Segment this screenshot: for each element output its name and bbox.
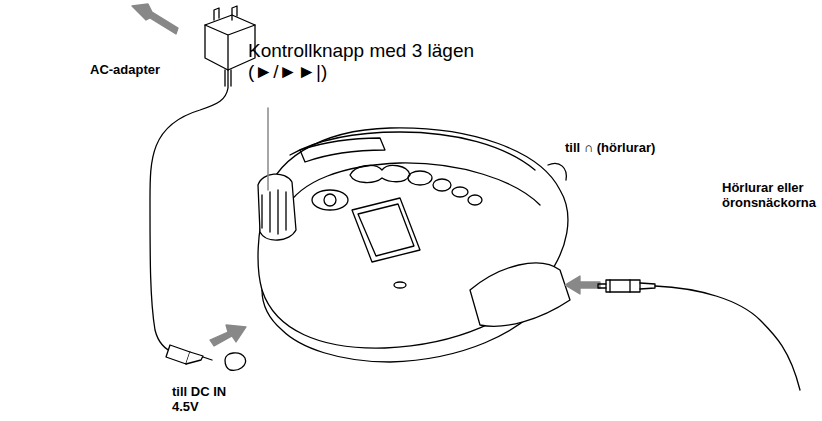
part-label: till ∩ (hörlurar) [565, 140, 705, 155]
jack-arrow [565, 276, 600, 294]
adapter-cord [150, 70, 228, 353]
control-knob [258, 174, 296, 240]
dc-arrow [210, 325, 246, 346]
part-label: till DC IN 4.5V [172, 384, 252, 414]
ac-adapter [205, 15, 255, 70]
part-label: AC-adapter [90, 62, 180, 77]
headphone-cord [655, 286, 800, 390]
headphone-plug [606, 280, 640, 292]
part-label: Kontrollknapp med 3 lägen (►/►►|) [248, 40, 478, 82]
part-label: Hörlurar eller öronsnäckorna [722, 180, 818, 210]
plug-arrow [132, 4, 178, 34]
